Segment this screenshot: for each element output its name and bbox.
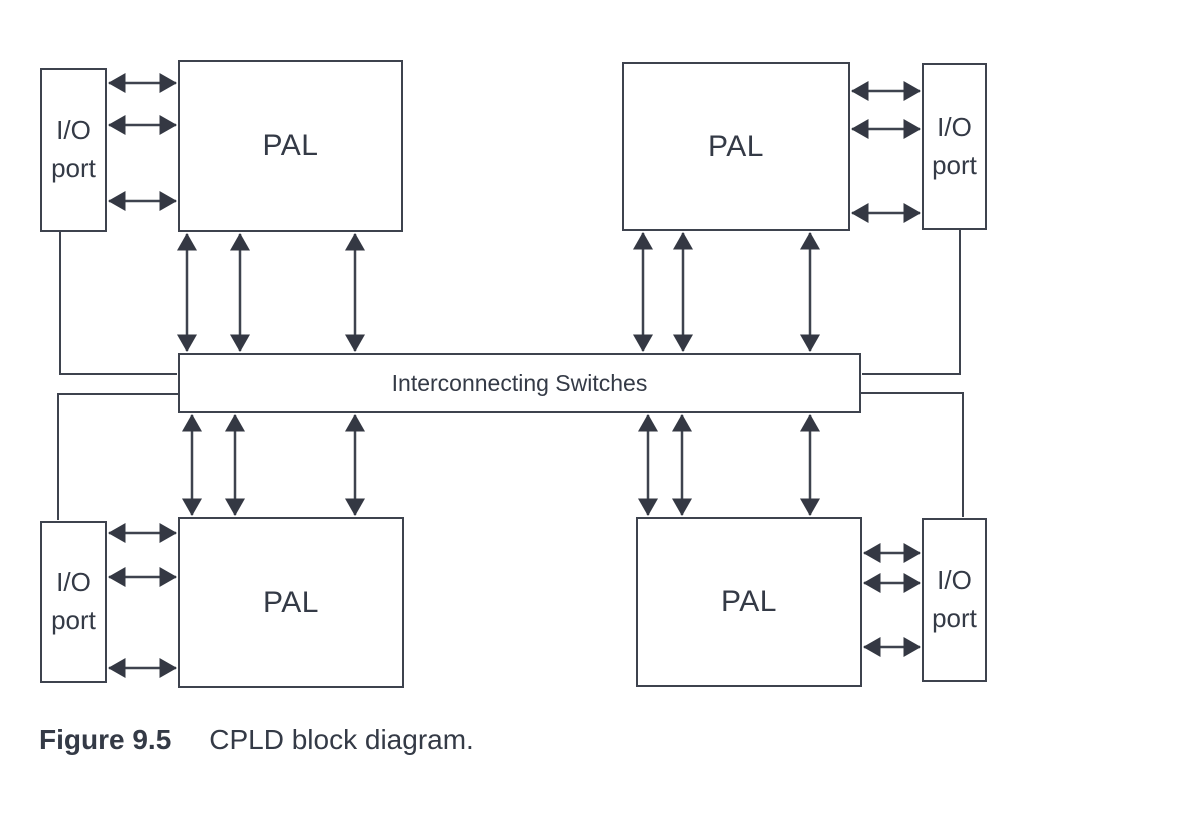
io-port-label: I/O port — [51, 115, 96, 183]
io-port-bottom-right: I/O port — [922, 518, 987, 682]
io-port-bottom-left: I/O port — [40, 521, 107, 683]
pal-label: PAL — [262, 129, 319, 162]
route-top-right-io-to-switch — [862, 230, 961, 375]
io-port-top-right: I/O port — [922, 63, 987, 230]
interconnect-label: Interconnecting Switches — [391, 369, 648, 396]
io-port-label: I/O port — [51, 567, 96, 635]
interconnecting-switches-block: Interconnecting Switches — [178, 353, 861, 413]
io-port-label: I/O port — [932, 111, 977, 180]
route-switch-to-bottom-right-io — [861, 392, 964, 517]
pal-block-top-left: PAL — [178, 60, 403, 232]
figure-caption-text: CPLD block diagram. — [209, 724, 474, 755]
pal-block-top-right: PAL — [622, 62, 850, 231]
figure-number: Figure 9.5 — [39, 724, 172, 755]
bidirectional-arrows — [107, 73, 922, 678]
route-top-left-io-to-switch — [59, 232, 177, 375]
io-port-label: I/O port — [932, 565, 977, 633]
pal-label: PAL — [721, 585, 777, 618]
figure-caption: Figure 9.5 CPLD block diagram. — [39, 724, 474, 756]
io-routing-lines — [57, 230, 964, 520]
io-port-top-left: I/O port — [40, 68, 107, 232]
pal-block-bottom-right: PAL — [636, 517, 862, 687]
pal-label: PAL — [263, 585, 319, 619]
pal-block-bottom-left: PAL — [178, 517, 404, 688]
route-switch-to-bottom-left-io — [57, 393, 178, 520]
pal-label: PAL — [708, 129, 764, 163]
